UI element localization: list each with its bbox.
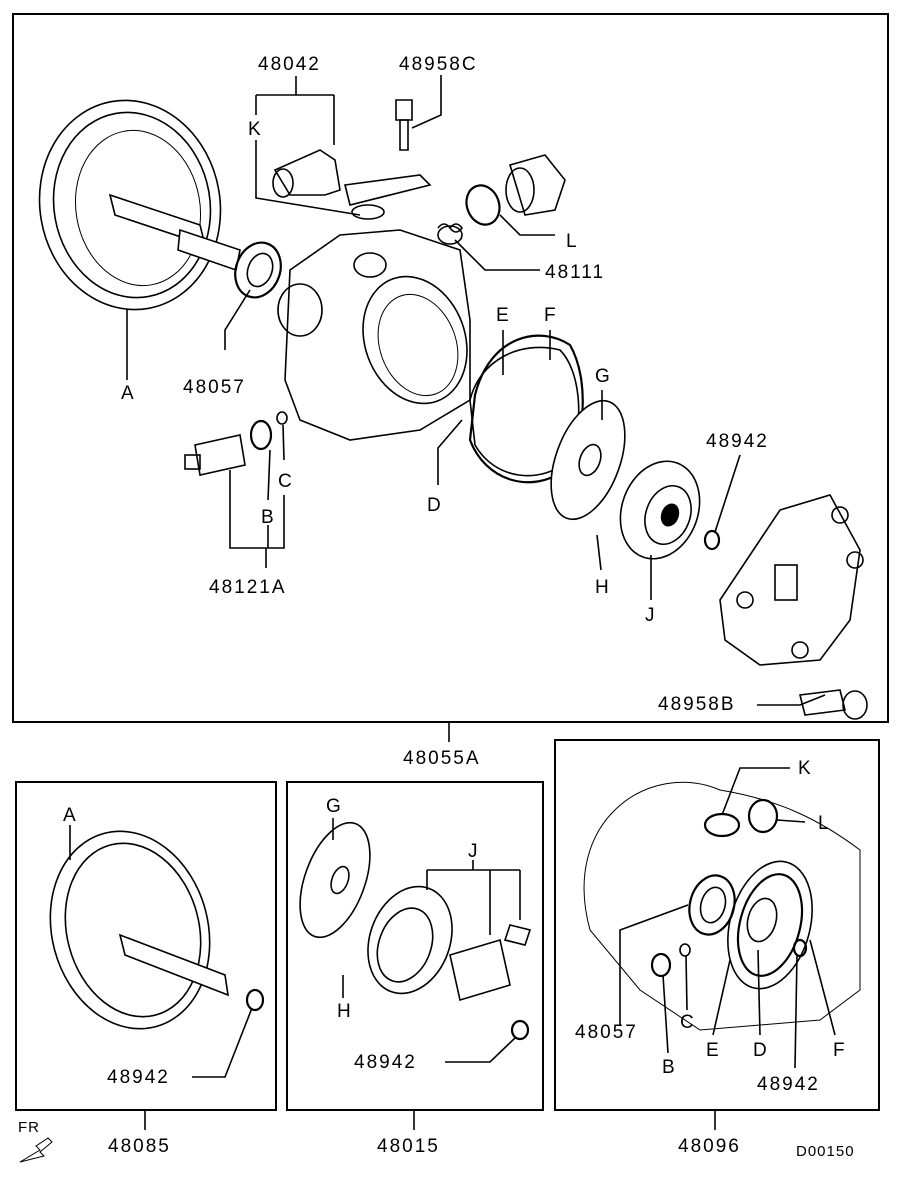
label-48042: 48042 [258, 54, 321, 75]
label-L: L [566, 231, 579, 252]
sub-assembly-48015-frame [286, 781, 544, 1111]
main-assembly-frame [12, 13, 889, 723]
label-E: E [496, 305, 511, 326]
label-48057: 48057 [575, 1022, 638, 1043]
label-48942: 48942 [107, 1067, 170, 1088]
label-48942: 48942 [757, 1074, 820, 1095]
main-assembly-part-number: 48055A [403, 748, 481, 769]
label-48942: 48942 [706, 431, 769, 452]
label-48121A: 48121A [209, 577, 287, 598]
label-K: K [798, 758, 813, 779]
front-direction-label: FR [18, 1119, 40, 1136]
label-F: F [833, 1040, 847, 1061]
label-J: J [468, 841, 480, 862]
sub-assembly-48096-frame [554, 739, 880, 1111]
label-G: G [326, 796, 343, 817]
label-48958B: 48958B [658, 694, 736, 715]
label-D: D [427, 495, 443, 516]
label-H: H [595, 577, 611, 598]
label-B: B [662, 1057, 677, 1078]
label-C: C [680, 1012, 696, 1033]
sub-assembly-48096-part-number: 48096 [678, 1136, 741, 1157]
label-48057: 48057 [183, 377, 246, 398]
label-B: B [261, 507, 276, 528]
label-H: H [337, 1001, 353, 1022]
label-F: F [544, 305, 558, 326]
sub-assembly-48085-part-number: 48085 [108, 1136, 171, 1157]
label-48958C: 48958C [399, 54, 478, 75]
label-48111: 48111 [545, 262, 606, 283]
drawing-code: D00150 [796, 1143, 855, 1160]
sub-assembly-48015-part-number: 48015 [377, 1136, 440, 1157]
label-G: G [595, 366, 612, 387]
label-A: A [121, 383, 136, 404]
label-K: K [248, 119, 263, 140]
sub-assembly-48085-frame [15, 781, 277, 1111]
label-C: C [278, 471, 294, 492]
label-J: J [645, 605, 657, 626]
label-L: L [818, 813, 831, 834]
label-A: A [63, 805, 78, 826]
label-48942: 48942 [354, 1052, 417, 1073]
label-E: E [706, 1040, 721, 1061]
front-arrow-icon [14, 1136, 54, 1168]
label-D: D [753, 1040, 769, 1061]
